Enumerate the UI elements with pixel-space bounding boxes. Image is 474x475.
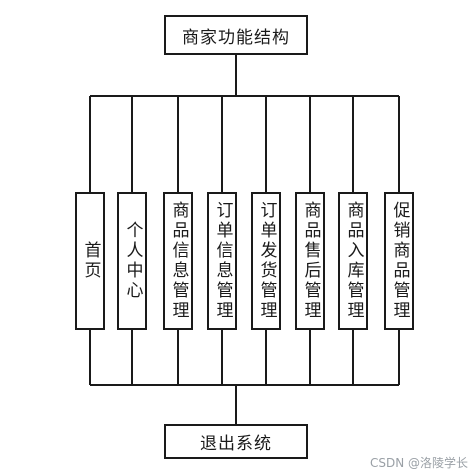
- module-label: 个人中心: [122, 221, 143, 301]
- module-label: 订单发货管理: [256, 201, 277, 321]
- watermark: CSDN @洛陵学长: [369, 456, 468, 470]
- exit-node-label: 退出系统: [200, 434, 272, 454]
- module-node-warehouse-in: 商品入库管理: [338, 192, 368, 330]
- module-node-home: 首页: [75, 192, 105, 330]
- module-label: 首页: [80, 241, 101, 281]
- module-node-order-shipping: 订单发货管理: [251, 192, 281, 330]
- module-node-promotion: 促销商品管理: [384, 192, 414, 330]
- module-node-after-sales: 商品售后管理: [295, 192, 325, 330]
- module-node-product-info: 商品信息管理: [163, 192, 193, 330]
- exit-node: 退出系统: [164, 424, 308, 459]
- root-node-label: 商家功能结构: [182, 27, 290, 48]
- module-label: 商品入库管理: [343, 201, 364, 321]
- module-node-order-info: 订单信息管理: [207, 192, 237, 330]
- module-label: 商品信息管理: [168, 201, 189, 321]
- module-node-personal-center: 个人中心: [117, 192, 147, 330]
- module-label: 促销商品管理: [389, 201, 410, 321]
- root-node: 商家功能结构: [164, 15, 308, 55]
- module-label: 商品售后管理: [300, 201, 321, 321]
- module-label: 订单信息管理: [212, 201, 233, 321]
